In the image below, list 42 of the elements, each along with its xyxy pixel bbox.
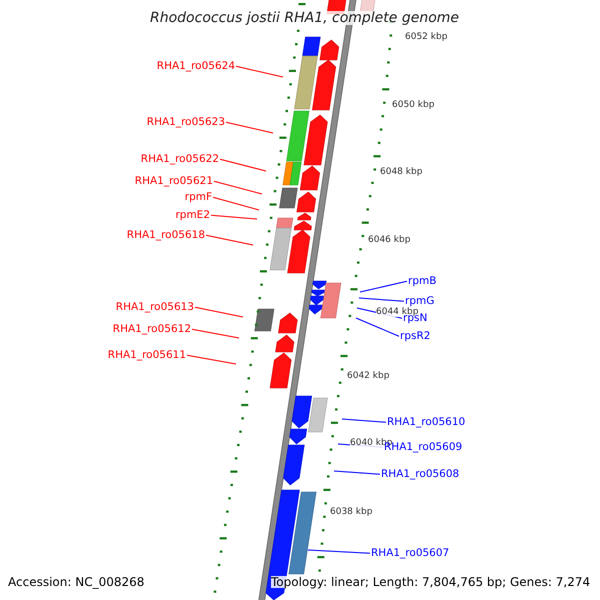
leader-line: [194, 306, 244, 318]
leader-line: [210, 214, 258, 220]
gene-label: rpsR2: [400, 331, 430, 342]
gene-label: RHA1_ro05621: [134, 176, 213, 186]
gene-label: rpmE2: [175, 210, 210, 220]
leader-line: [334, 470, 380, 475]
gene-label: RHA1_ro05618: [126, 230, 205, 240]
leader-line: [342, 418, 386, 423]
map-title: Rhodococcus jostii RHA1, complete genome: [150, 11, 460, 25]
gene-label: RHA1_ro05613: [116, 302, 194, 312]
gene-label: rpmB: [408, 276, 436, 286]
scale-label: 6048 kbp: [380, 168, 422, 177]
gene-label: rpmF: [184, 192, 212, 202]
leader-line: [214, 180, 262, 194]
leader-line: [356, 318, 400, 337]
gene-label: RHA1_ro05611: [108, 350, 186, 360]
footer-text: Topology: linear; Length: 7,804,765 bp; Genes: 7,274: [271, 576, 590, 588]
leader-line: [226, 122, 274, 134]
scale-label: 6038 kbp: [330, 508, 372, 517]
gene-label: RHA1_ro05622: [140, 154, 219, 164]
leader-line: [360, 280, 408, 292]
leader-line: [236, 66, 284, 78]
gene-label: RHA1_ro05623: [146, 117, 225, 128]
gene-label: RHA1_ro05624: [156, 61, 235, 72]
footer-text: Accession: NC_008268: [8, 576, 144, 588]
scale-label: 6042 kbp: [347, 372, 390, 381]
gene-label: RHA1_ro05612: [112, 324, 191, 334]
leader-line: [307, 550, 370, 554]
leader-line: [212, 196, 260, 210]
gene-label: rpmG: [405, 296, 434, 306]
scale-label: 6046 kbp: [368, 236, 410, 245]
leader-line: [220, 158, 266, 172]
leader-line: [192, 328, 240, 338]
scale-label: 6050 kbp: [392, 101, 434, 110]
gene-label: RHA1_ro05610: [387, 417, 466, 428]
leader-line: [186, 354, 236, 364]
leader-line: [206, 234, 254, 246]
leader-line: [358, 298, 404, 302]
scale-label: 6052 kbp: [405, 33, 448, 42]
gene-box: [288, 492, 316, 574]
gene-label: RHA1_ro05608: [381, 469, 460, 480]
gene-label: RHA1_ro05607: [371, 548, 450, 558]
